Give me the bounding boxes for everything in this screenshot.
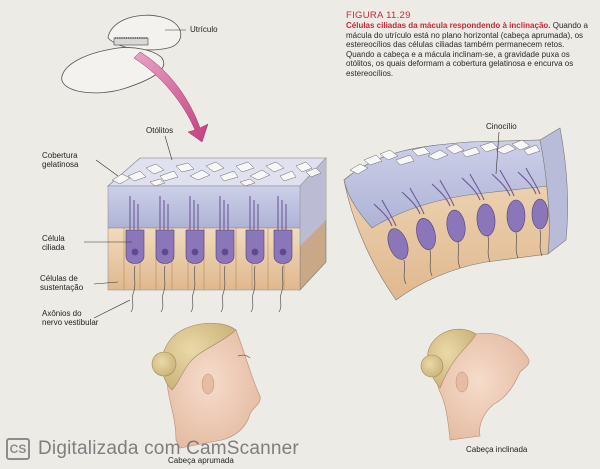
label-hair-cell: Célula ciliada	[42, 234, 65, 253]
camscanner-logo: CS	[6, 438, 30, 460]
figure-title: Células ciliadas da mácula respondendo à…	[346, 21, 551, 30]
head-upright-illustration	[151, 322, 261, 449]
scanner-watermark: CS Digitalizada com CamScanner	[6, 436, 299, 462]
label-otoliths: Otólitos	[146, 126, 174, 135]
label-head-upright: Cabeça aprumada	[168, 456, 234, 465]
figure-caption-text: Quando a mácula do utrículo está no plan…	[346, 21, 588, 78]
figure-number: FIGURA 11.29	[346, 10, 411, 21]
label-vestibular-axons: Axônios do nervo vestibular	[42, 309, 99, 328]
watermark-text: Digitalizada com CamScanner	[38, 438, 299, 459]
label-head-tilted: Cabeça inclinada	[466, 445, 528, 454]
label-kinocilium: Cinocílio	[486, 122, 517, 131]
macula-tilted	[343, 127, 568, 301]
label-utricle: Utrículo	[190, 25, 218, 34]
magnify-arrow	[133, 51, 209, 143]
figure-caption: Células ciliadas da mácula respondendo à…	[346, 21, 590, 79]
leader-lines-left	[84, 135, 173, 319]
macula-upright	[107, 157, 327, 313]
label-supporting-cells: Células de sustentação	[40, 274, 84, 293]
label-gelatinous-cover: Cobertura gelatinosa	[42, 151, 79, 170]
head-tilted-illustration	[420, 329, 530, 441]
